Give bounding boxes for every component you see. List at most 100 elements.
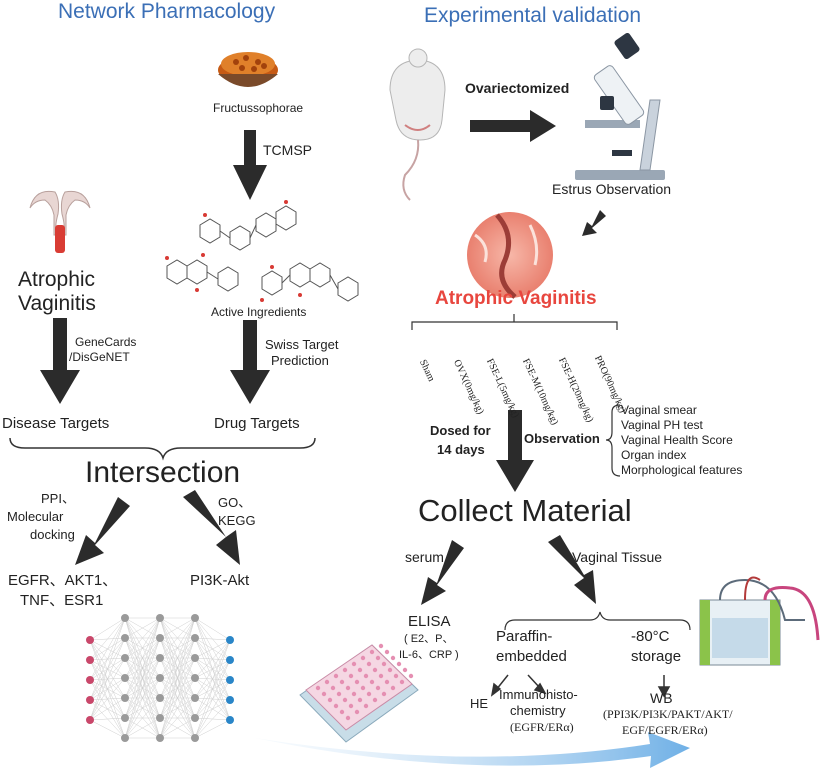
network-node	[86, 656, 94, 664]
observation-brace	[605, 404, 621, 477]
molecule-oxygen-marks	[165, 200, 302, 302]
wb-line1: WB	[650, 690, 673, 706]
network-edge	[194, 719, 231, 739]
network-node	[121, 614, 129, 622]
plate-well	[363, 703, 369, 709]
network-edge	[89, 697, 126, 721]
network-node	[191, 674, 199, 682]
collect-material-label: Collect Material	[418, 493, 632, 528]
plate-well	[333, 673, 339, 679]
plate-well	[378, 643, 384, 649]
plate-well	[375, 685, 381, 691]
plate-well	[324, 679, 330, 685]
microscope-icon	[575, 33, 665, 180]
swiss-line2: Prediction	[271, 353, 329, 368]
network-edge	[89, 677, 126, 721]
herb-bowl-icon	[218, 52, 278, 87]
plate-well	[381, 691, 387, 697]
plate-well	[342, 697, 348, 703]
plate-well	[315, 685, 321, 691]
network-node	[156, 734, 164, 742]
plate-well	[390, 655, 396, 661]
plate-well	[369, 679, 375, 685]
plate-well	[351, 691, 357, 697]
plate-well	[399, 679, 405, 685]
network-node	[121, 734, 129, 742]
go-line2: KEGG	[218, 513, 256, 528]
network-node	[156, 714, 164, 722]
plate-well	[345, 715, 351, 721]
ppi-line3: docking	[30, 527, 75, 542]
atrophic-vaginitis-title: Atrophic Vaginitis	[435, 288, 597, 309]
network-node	[191, 714, 199, 722]
experimental-validation-title: Experimental validation	[424, 4, 642, 27]
storage-line1: -80°C	[631, 628, 670, 645]
network-node	[86, 676, 94, 684]
network-node	[156, 694, 164, 702]
ihc-line1: Immunohisto-	[499, 687, 578, 702]
vaginal-tissue-label: Vaginal Tissue	[572, 549, 663, 565]
plate-well	[384, 649, 390, 655]
network-edge	[124, 617, 161, 659]
network-edge	[89, 617, 126, 701]
plate-well	[360, 685, 366, 691]
network-node	[156, 634, 164, 642]
genecards-line2: /DisGeNET	[69, 350, 130, 364]
paraffin-line2: embedded	[496, 648, 567, 665]
network-node	[121, 694, 129, 702]
uterus-icon	[29, 190, 91, 253]
intersection-label: Intersection	[85, 456, 241, 489]
bottom-flow-arrow	[255, 732, 690, 768]
obs-item-3: Vaginal Health Score	[621, 433, 733, 447]
well-plate-icon	[299, 643, 419, 743]
plate-well	[336, 691, 342, 697]
network-edge	[194, 699, 231, 739]
plate-well	[387, 667, 393, 673]
plate-well	[360, 655, 366, 661]
network-edge	[89, 617, 126, 721]
network-edge	[159, 617, 196, 659]
network-node	[191, 614, 199, 622]
tissue-brace	[504, 611, 691, 631]
network-node	[226, 636, 234, 644]
obs-item-5: Morphological features	[621, 463, 743, 477]
network-edge	[89, 617, 126, 681]
network-node	[191, 654, 199, 662]
dosed-line2: 14 days	[437, 442, 485, 457]
ihc-line2: chemistry	[510, 703, 566, 718]
network-node	[121, 674, 129, 682]
he-label: HE	[470, 696, 489, 711]
dosing-arrow	[496, 410, 534, 492]
vaginal-tissue-icon	[467, 212, 553, 299]
groups-brace	[411, 314, 618, 330]
plate-well	[348, 703, 354, 709]
network-edge	[194, 659, 231, 739]
network-edge	[124, 617, 161, 679]
network-node	[121, 654, 129, 662]
plate-well	[366, 661, 372, 667]
genecards-line1: GeneCards	[75, 335, 137, 349]
network-node	[86, 716, 94, 724]
elisa-line2: ( E2、P、	[404, 633, 454, 645]
network-edge	[89, 617, 126, 641]
network-edge	[124, 617, 161, 639]
collect-arrows	[421, 535, 596, 605]
targets-brace	[9, 437, 316, 461]
network-node	[156, 674, 164, 682]
plate-well	[372, 667, 378, 673]
plate-well	[372, 697, 378, 703]
network-node	[86, 636, 94, 644]
electrophoresis-tank-icon	[699, 576, 820, 666]
network-edge	[194, 639, 231, 659]
network-edge	[159, 617, 196, 699]
obs-item-4: Organ index	[621, 448, 687, 462]
plate-well	[333, 703, 339, 709]
ovariectomized-label: Ovariectomized	[465, 80, 570, 96]
network-edge	[159, 617, 196, 679]
ppi-line2: Molecular	[7, 509, 64, 524]
estrus-to-tissue-arrow	[582, 210, 606, 236]
plate-well	[393, 673, 399, 679]
wb-line2: (PPI3K/PI3K/PAKT/AKT/	[603, 707, 733, 721]
ovariectomized-arrow	[470, 110, 556, 142]
network-node	[226, 676, 234, 684]
